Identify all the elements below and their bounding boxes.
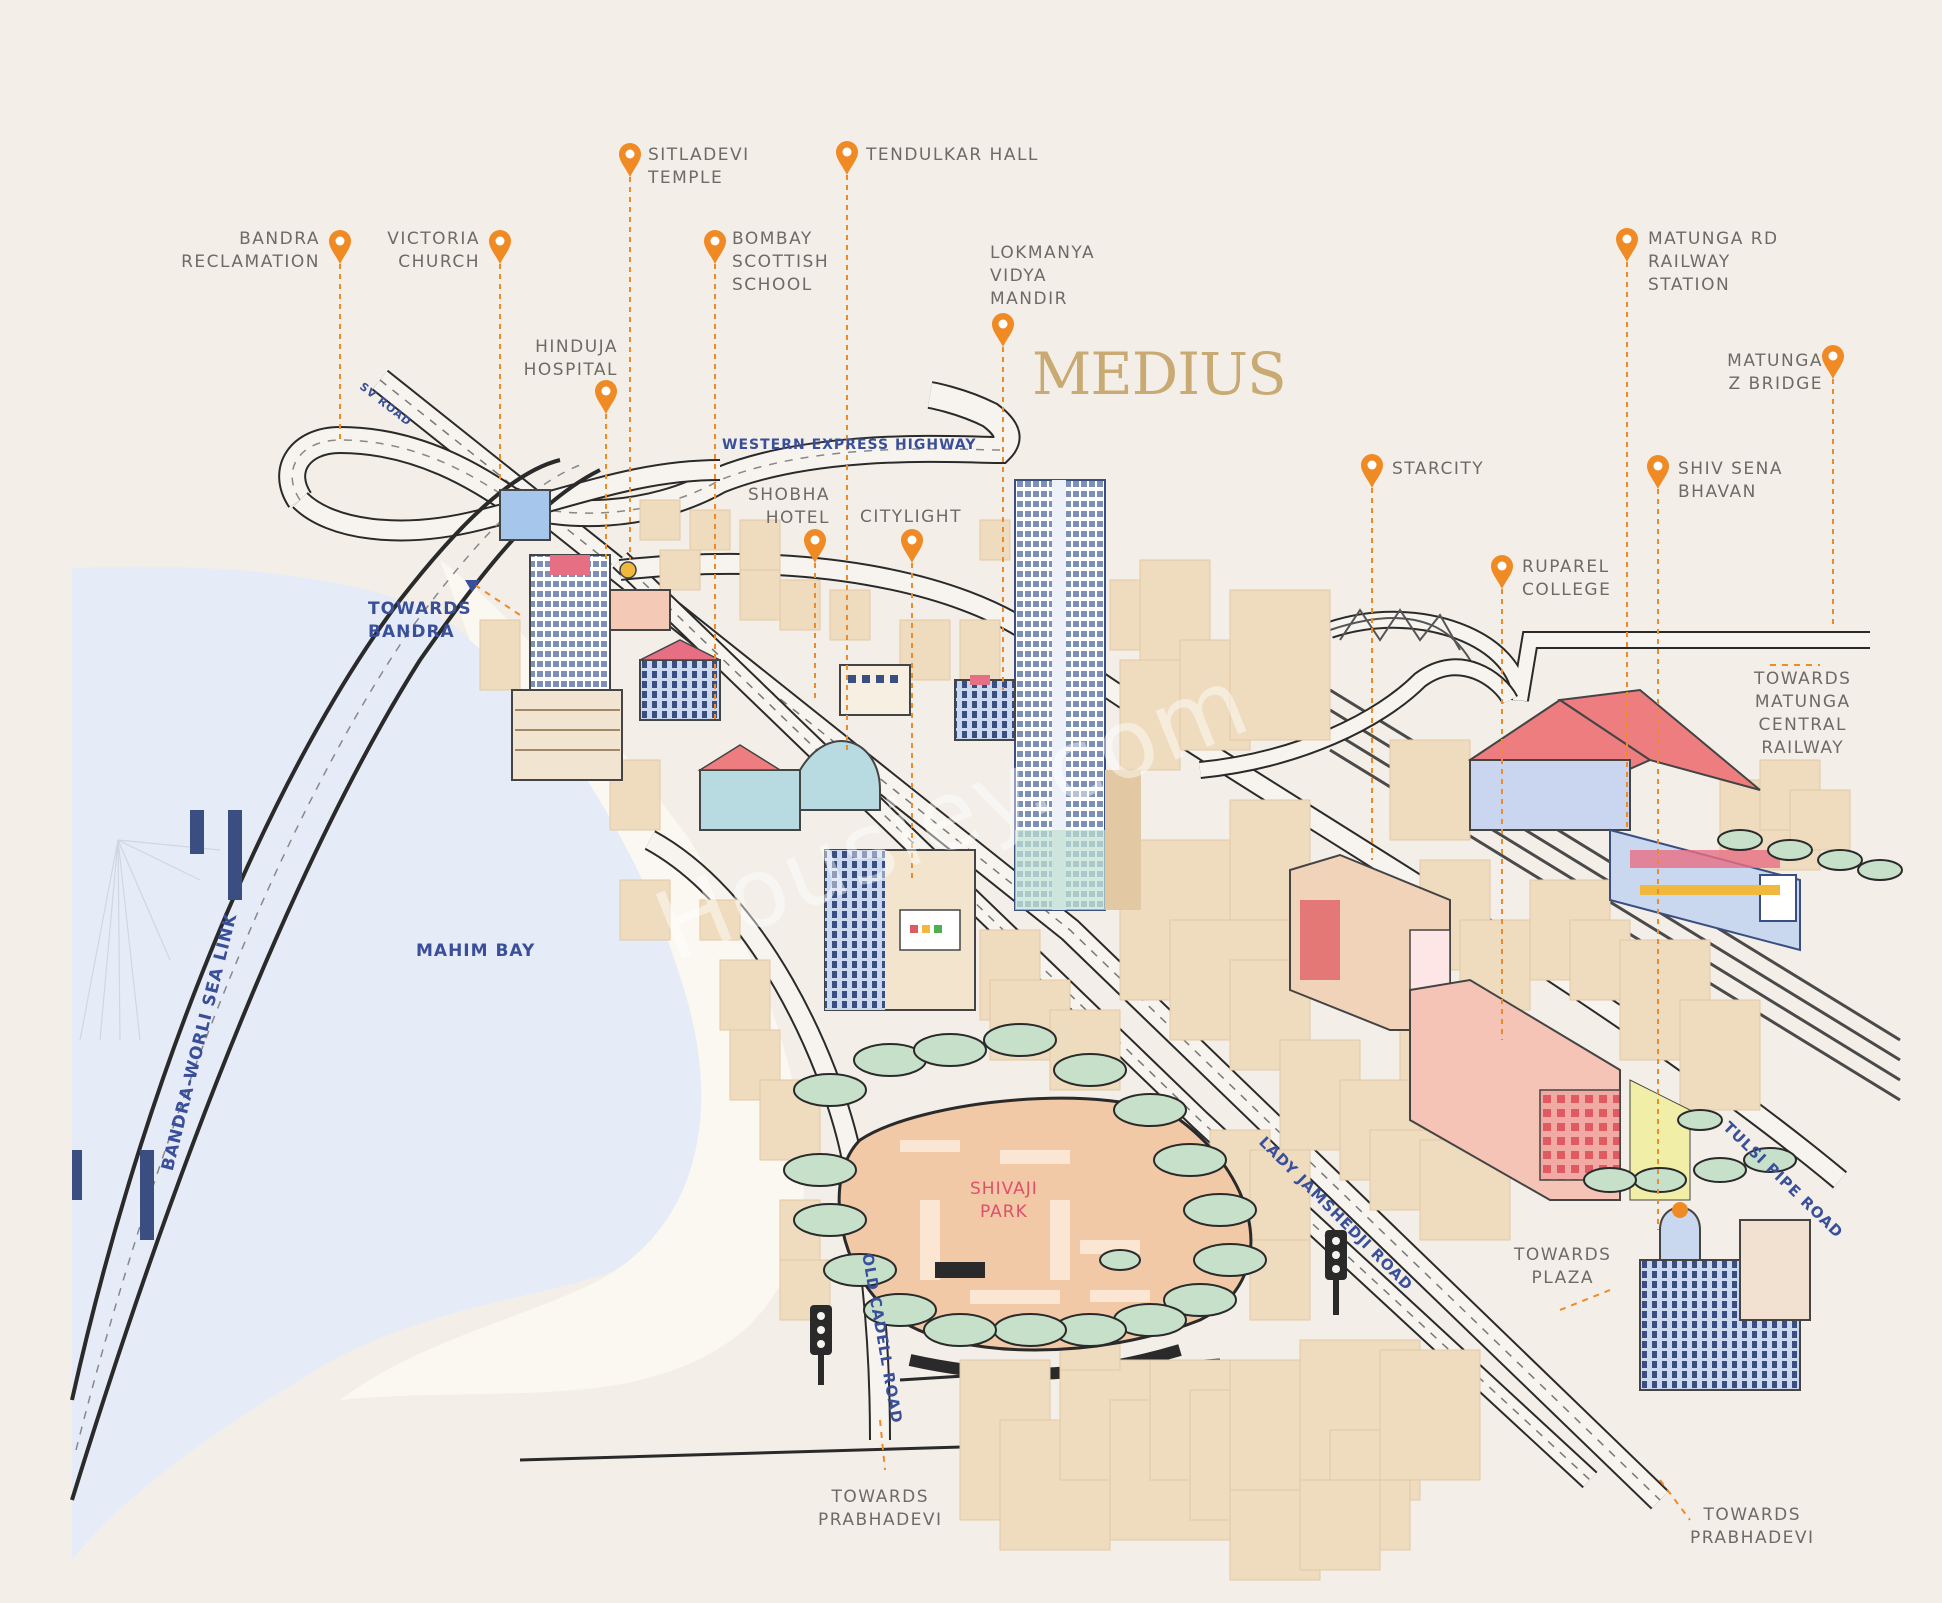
direction-towards-bandra: TOWARDS BANDRA [368,599,472,642]
pin-layer [329,141,1844,1230]
pin-label-hinduja-hospital: HINDUJA HOSPITAL [523,337,618,380]
map-pin-icon[interactable] [901,529,923,563]
park-trees [783,829,1903,1347]
map-pin-icon[interactable] [489,230,511,264]
medius-logo: MEDIUS [1032,340,1287,408]
citylight-cinema-building [824,849,976,1011]
pin-label-shobha-hotel: SHOBHA HOTEL [747,485,830,528]
map-pin-icon[interactable] [595,380,617,414]
pin-label-tendulkar-hall: TENDULKAR HALL [866,145,1039,165]
matunga-road-station [1467,688,1761,831]
background-buildings [479,499,1851,1581]
map-pin-icon[interactable] [992,313,1014,347]
starcity-building [1289,853,1451,1031]
temple-and-church [499,489,721,721]
direction-towards-plaza: TOWARDS PLAZA [1514,1245,1612,1288]
direction-towards-prabhadevi-right: TOWARDS PRABHADEVI [1690,1505,1815,1548]
direction-towards-prabhadevi-left: TOWARDS PRABHADEVI [818,1487,943,1530]
hinduja-hospital-building [511,554,623,781]
pin-label-sitladevi-temple: SITLADEVI TEMPLE [648,145,750,188]
map-pin-icon[interactable] [704,230,726,264]
map-pin-icon[interactable] [619,143,641,177]
pin-label-matunga-rd-railway-station: MATUNGA RD RAILWAY STATION [1648,229,1779,295]
pin-label-victoria-church: VICTORIA CHURCH [387,229,480,272]
bombay-scottish-school-building [697,740,881,831]
map-pin-icon[interactable] [1616,228,1638,262]
pin-label-starcity: STARCITY [1392,459,1485,479]
road-label-western-express-highway: WESTERN EXPRESS HIGHWAY [722,437,977,453]
shiv-sena-bhavan-building [1639,1202,1811,1391]
shobha-hotel-building [839,664,911,716]
direction-guides [474,584,1820,1521]
map-pin-icon[interactable] [1491,555,1513,589]
map-pin-icon[interactable] [1361,454,1383,488]
lokmanya-vidya-mandir-building [954,675,1016,741]
pin-label-citylight: CITYLIGHT [860,507,962,527]
map-pin-icon[interactable] [836,141,858,175]
matunga-z-bridge [1199,608,1870,779]
map-pin-icon[interactable] [804,529,826,563]
direction-towards-matunga-central-railway: TOWARDS MATUNGA CENTRAL RAILWAY [1754,669,1852,758]
area-label-shivaji-park: SHIVAJI PARK [970,1179,1038,1222]
medius-tower-building [1014,479,1141,911]
area-label-mahim-bay: MAHIM BAY [416,941,536,961]
beach-sand [340,560,804,1400]
pin-label-ruparel-college: RUPAREL COLLEGE [1522,557,1612,600]
pin-label-lokmanya-vidya-mandir: LOKMANYA VIDYA MANDIR [990,243,1096,309]
pin-label-bandra-reclamation: BANDRA RECLAMATION [181,229,320,272]
map-pin-icon[interactable] [1647,455,1669,489]
pin-label-matunga-z-bridge: MATUNGA Z BRIDGE [1727,351,1823,394]
map-pin-icon[interactable] [329,230,351,264]
map-pin-icon[interactable] [1822,345,1844,379]
pin-label-shiv-sena-bhavan: SHIV SENA BHAVAN [1678,459,1783,502]
traffic-signals [810,1230,1347,1385]
pin-label-bombay-scottish-school: BOMBAY SCOTTISH SCHOOL [732,229,830,295]
towards-bandra-arrow-icon [465,580,480,592]
